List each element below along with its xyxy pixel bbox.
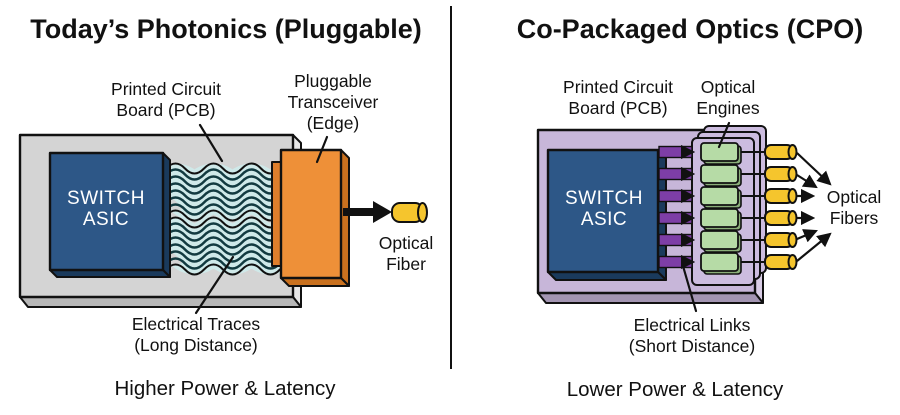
left-panel-title: Today’s Photonics (Pluggable) xyxy=(30,14,422,44)
pluggable-transceiver xyxy=(271,148,350,287)
fiber-out-arrow-icon xyxy=(796,232,832,262)
right-fibers-label: Optical Fibers xyxy=(826,187,882,228)
right-panel-title: Co-Packaged Optics (CPO) xyxy=(516,14,864,44)
fiber-out-arrow-icon xyxy=(796,152,832,186)
fiber-end-cap xyxy=(417,202,428,223)
transceiver-label: Pluggable Transceiver (Edge) xyxy=(287,71,379,133)
optical-engine xyxy=(700,186,739,206)
cpo-channel-row xyxy=(658,164,818,189)
engines-leader-line xyxy=(717,121,731,149)
right-asic-face xyxy=(546,148,660,274)
transceiver-face xyxy=(279,148,343,280)
optical-engine xyxy=(700,230,739,250)
transceiver-side xyxy=(340,149,350,287)
traces-leader-line xyxy=(194,255,235,315)
cpo-channel-row xyxy=(658,186,816,209)
cpo-channels xyxy=(658,142,832,275)
left-pcb-label: Printed Circuit Board (PCB) xyxy=(111,79,221,120)
fiber-end-cap xyxy=(787,210,798,226)
cpo-channel-row xyxy=(658,208,816,231)
left-optical-fiber xyxy=(391,202,428,223)
left-fiber-label: Optical Fiber xyxy=(378,233,434,274)
left-pcb-bottom-edge xyxy=(19,296,302,308)
left-caption: Higher Power & Latency xyxy=(114,377,336,400)
cpo-channel-row xyxy=(658,232,832,275)
cpo-channel-row xyxy=(658,142,832,186)
fiber-out-arrow-icon xyxy=(796,229,818,243)
fiber-end-cap xyxy=(787,232,798,248)
transceiver-leader-line xyxy=(315,135,329,164)
right-chip-label: SWITCH ASIC xyxy=(565,188,643,230)
fiber-end-cap xyxy=(787,166,798,182)
fiber-out-arrow-icon xyxy=(796,174,818,189)
right-pcb-bottom-edge xyxy=(537,292,764,304)
optical-engine xyxy=(700,164,739,184)
links-leader-line xyxy=(681,264,698,313)
engines-label: Optical Engines xyxy=(696,77,760,118)
right-switch-asic xyxy=(546,148,667,281)
fiber-end-cap xyxy=(787,254,798,270)
optical-engine xyxy=(700,208,739,228)
left-chip-label: SWITCH ASIC xyxy=(67,188,145,230)
traces-label: Electrical Traces (Long Distance) xyxy=(131,314,261,355)
left-asic-face xyxy=(48,151,165,272)
left-switch-asic xyxy=(48,151,171,278)
cpo-channel-row xyxy=(658,229,818,253)
fiber-end-cap xyxy=(787,188,798,204)
right-caption: Lower Power & Latency xyxy=(566,378,784,401)
links-label: Electrical Links (Short Distance) xyxy=(628,315,756,356)
optical-engine xyxy=(700,252,739,272)
thick-right-arrow-icon xyxy=(343,201,392,223)
right-pcb-label: Printed Circuit Board (PCB) xyxy=(563,77,673,118)
left-pcb-leader-line xyxy=(198,123,224,163)
fiber-end-cap xyxy=(787,144,798,160)
